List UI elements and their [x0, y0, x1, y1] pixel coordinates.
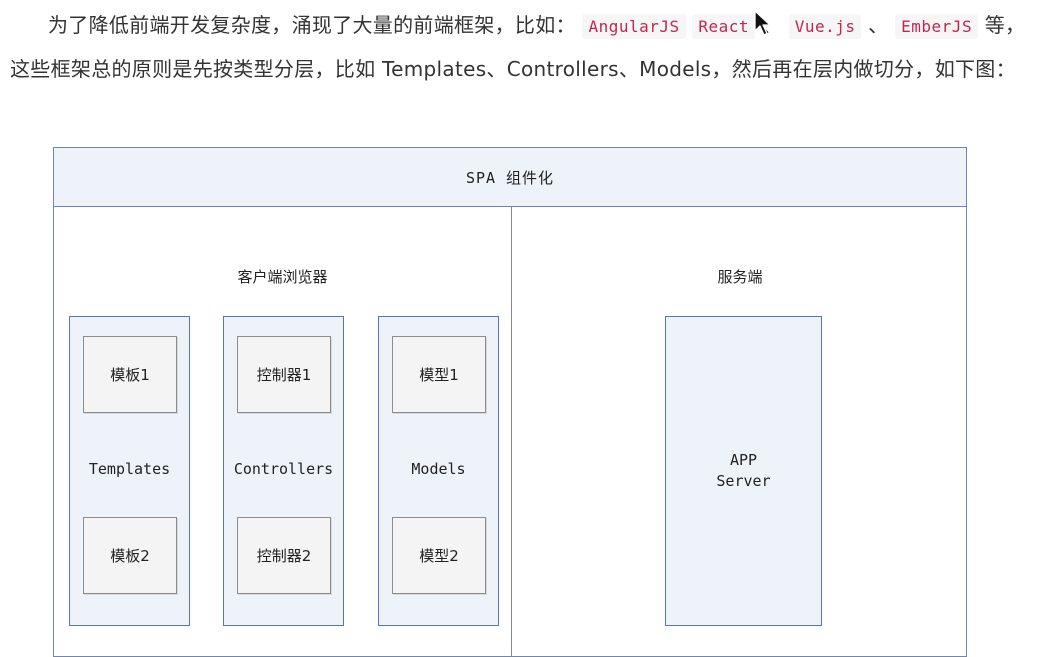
app-server-line-2: Server [716, 472, 771, 490]
model-box-2: 模型2 [392, 517, 486, 594]
app-server-label: APP Server [666, 450, 821, 492]
templates-column: 模板1 Templates 模板2 [69, 316, 190, 626]
controllers-label: Controllers [233, 460, 334, 478]
spa-diagram: SPA 组件化 客户端浏览器 服务端 模板1 Templates 模板2 控制器… [53, 147, 967, 657]
template-box-1: 模板1 [83, 336, 177, 413]
code-react: React [692, 14, 756, 39]
separator-2: 、 [868, 13, 889, 37]
intro-paragraph: 为了降低前端开发复杂度，涌现了大量的前端框架，比如： AngularJS Rea… [10, 4, 1040, 91]
server-side-label: 服务端 [717, 268, 763, 286]
controller-box-1: 控制器1 [237, 336, 331, 413]
app-server-box: APP Server [665, 316, 822, 626]
diagram-divider [511, 206, 512, 656]
models-column: 模型1 Models 模型2 [378, 316, 499, 626]
intro-text-1: 为了降低前端开发复杂度，涌现了大量的前端框架，比如： [48, 13, 576, 37]
code-vuejs: Vue.js [788, 14, 862, 39]
code-angularjs: AngularJS [582, 14, 686, 39]
intro-text-2: 等，这些框架总的原则是先按类型分层，比如 Templates、Controlle… [10, 13, 1026, 81]
controllers-column: 控制器1 Controllers 控制器2 [223, 316, 344, 626]
client-browser-label: 客户端浏览器 [237, 268, 328, 286]
models-label: Models [411, 460, 466, 478]
separator-1: 、 [761, 13, 783, 37]
app-server-line-1: APP [729, 451, 758, 469]
model-box-1: 模型1 [392, 336, 486, 413]
controller-box-2: 控制器2 [237, 517, 331, 594]
diagram-title: SPA 组件化 [54, 148, 966, 207]
template-box-2: 模板2 [83, 517, 177, 594]
templates-label: Templates [88, 460, 171, 478]
mouse-cursor-icon [754, 10, 771, 36]
code-emberjs: EmberJS [895, 14, 979, 39]
